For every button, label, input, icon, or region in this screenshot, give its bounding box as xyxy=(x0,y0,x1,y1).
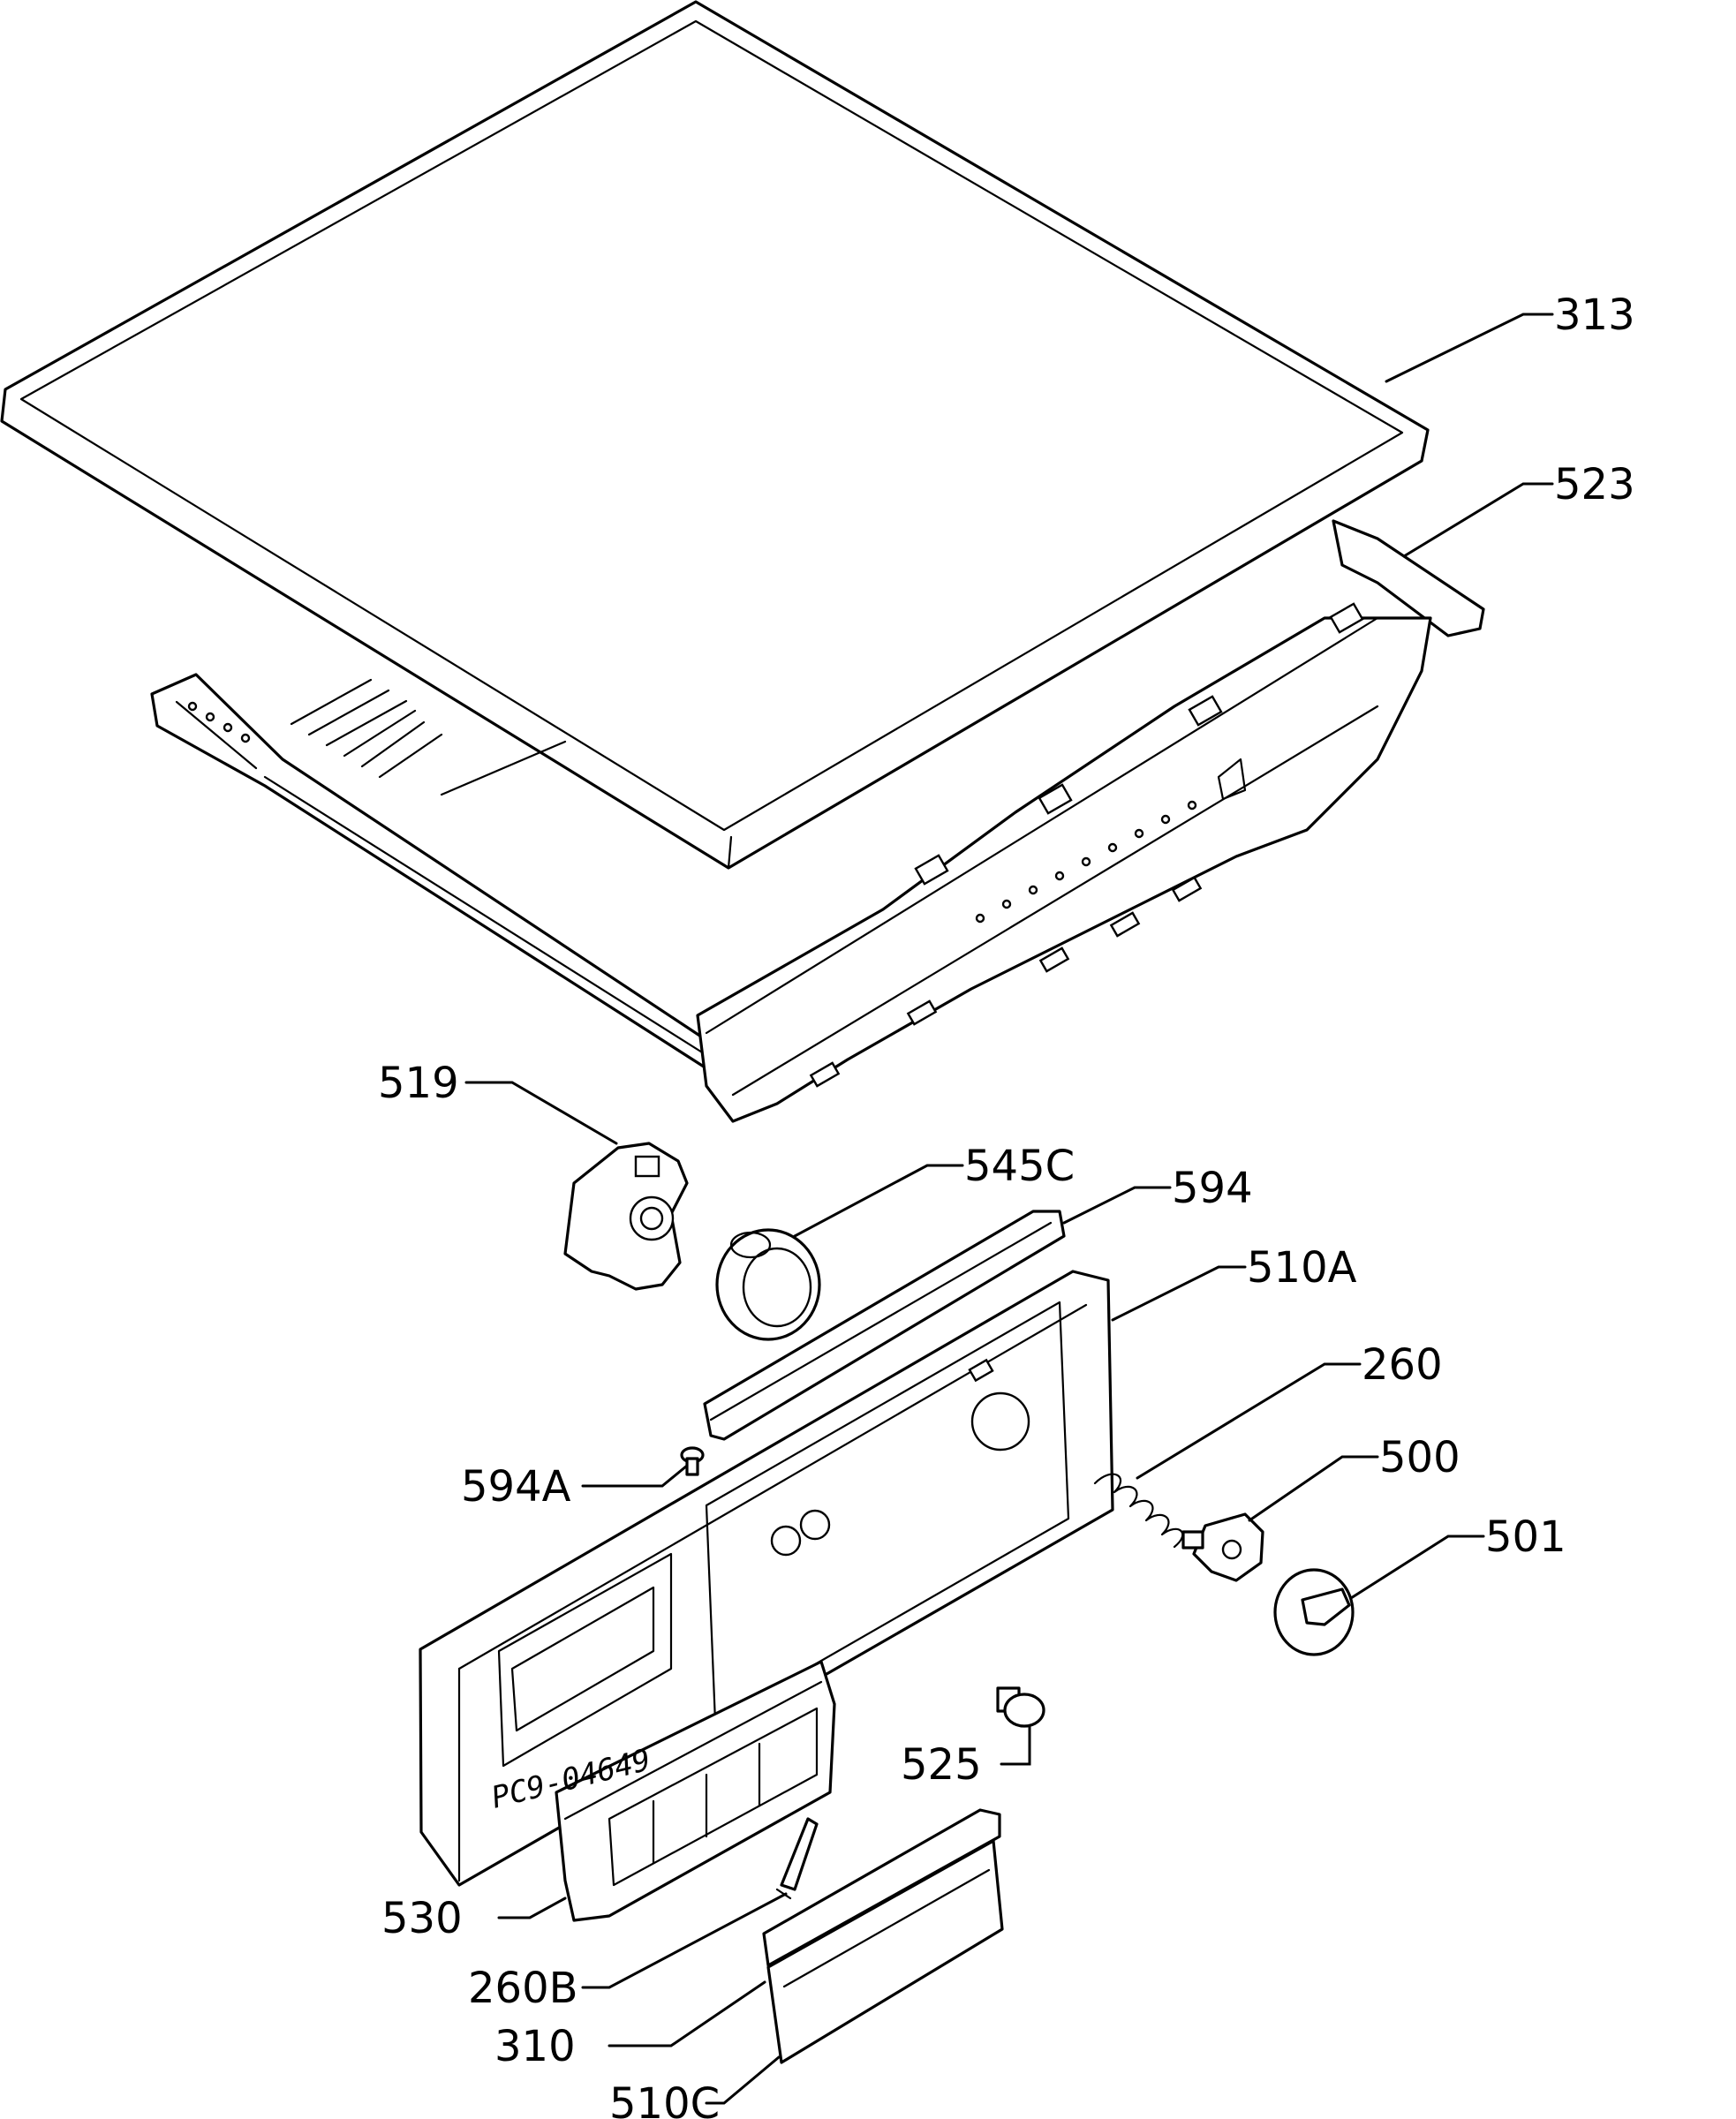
label-545C: 545C xyxy=(964,1142,1075,1191)
label-260: 260 xyxy=(1362,1340,1443,1390)
part-500-switch xyxy=(1181,1512,1264,1582)
part-310-flap xyxy=(762,1808,1001,1967)
label-313: 313 xyxy=(1554,290,1635,340)
label-594: 594 xyxy=(1172,1164,1253,1213)
part-260B-clip xyxy=(775,1817,819,1900)
label-519: 519 xyxy=(378,1059,459,1108)
label-501: 501 xyxy=(1485,1512,1566,1562)
part-501-knob xyxy=(1273,1568,1355,1656)
label-510A: 510A xyxy=(1247,1243,1357,1293)
part-525-button xyxy=(996,1686,1045,1728)
part-545C-knob-ring xyxy=(715,1228,821,1341)
label-260B: 260B xyxy=(468,1964,578,2013)
part-594A-screw xyxy=(680,1446,705,1476)
part-519-bracket xyxy=(563,1142,689,1291)
part-510A-control-panel xyxy=(419,1270,1114,1887)
label-523: 523 xyxy=(1554,460,1635,509)
label-310: 310 xyxy=(494,2022,576,2071)
part-260-spring xyxy=(1093,1473,1184,1549)
part-labels: 313 523 519 545C 594 510A 260 500 594A 5… xyxy=(378,290,1635,2119)
part-523-top-frame xyxy=(150,519,1485,1123)
label-510C: 510C xyxy=(609,2079,720,2119)
label-500: 500 xyxy=(1379,1433,1461,1482)
part-313-worktop xyxy=(0,0,1430,870)
label-594A: 594A xyxy=(461,1462,571,1512)
label-530: 530 xyxy=(381,1894,463,1943)
part-510C-insert xyxy=(766,1839,1004,2064)
part-594-strip xyxy=(703,1210,1066,1441)
label-525: 525 xyxy=(901,1740,982,1790)
leader-lines xyxy=(464,313,1554,2105)
part-530-drawer xyxy=(555,1660,836,1922)
